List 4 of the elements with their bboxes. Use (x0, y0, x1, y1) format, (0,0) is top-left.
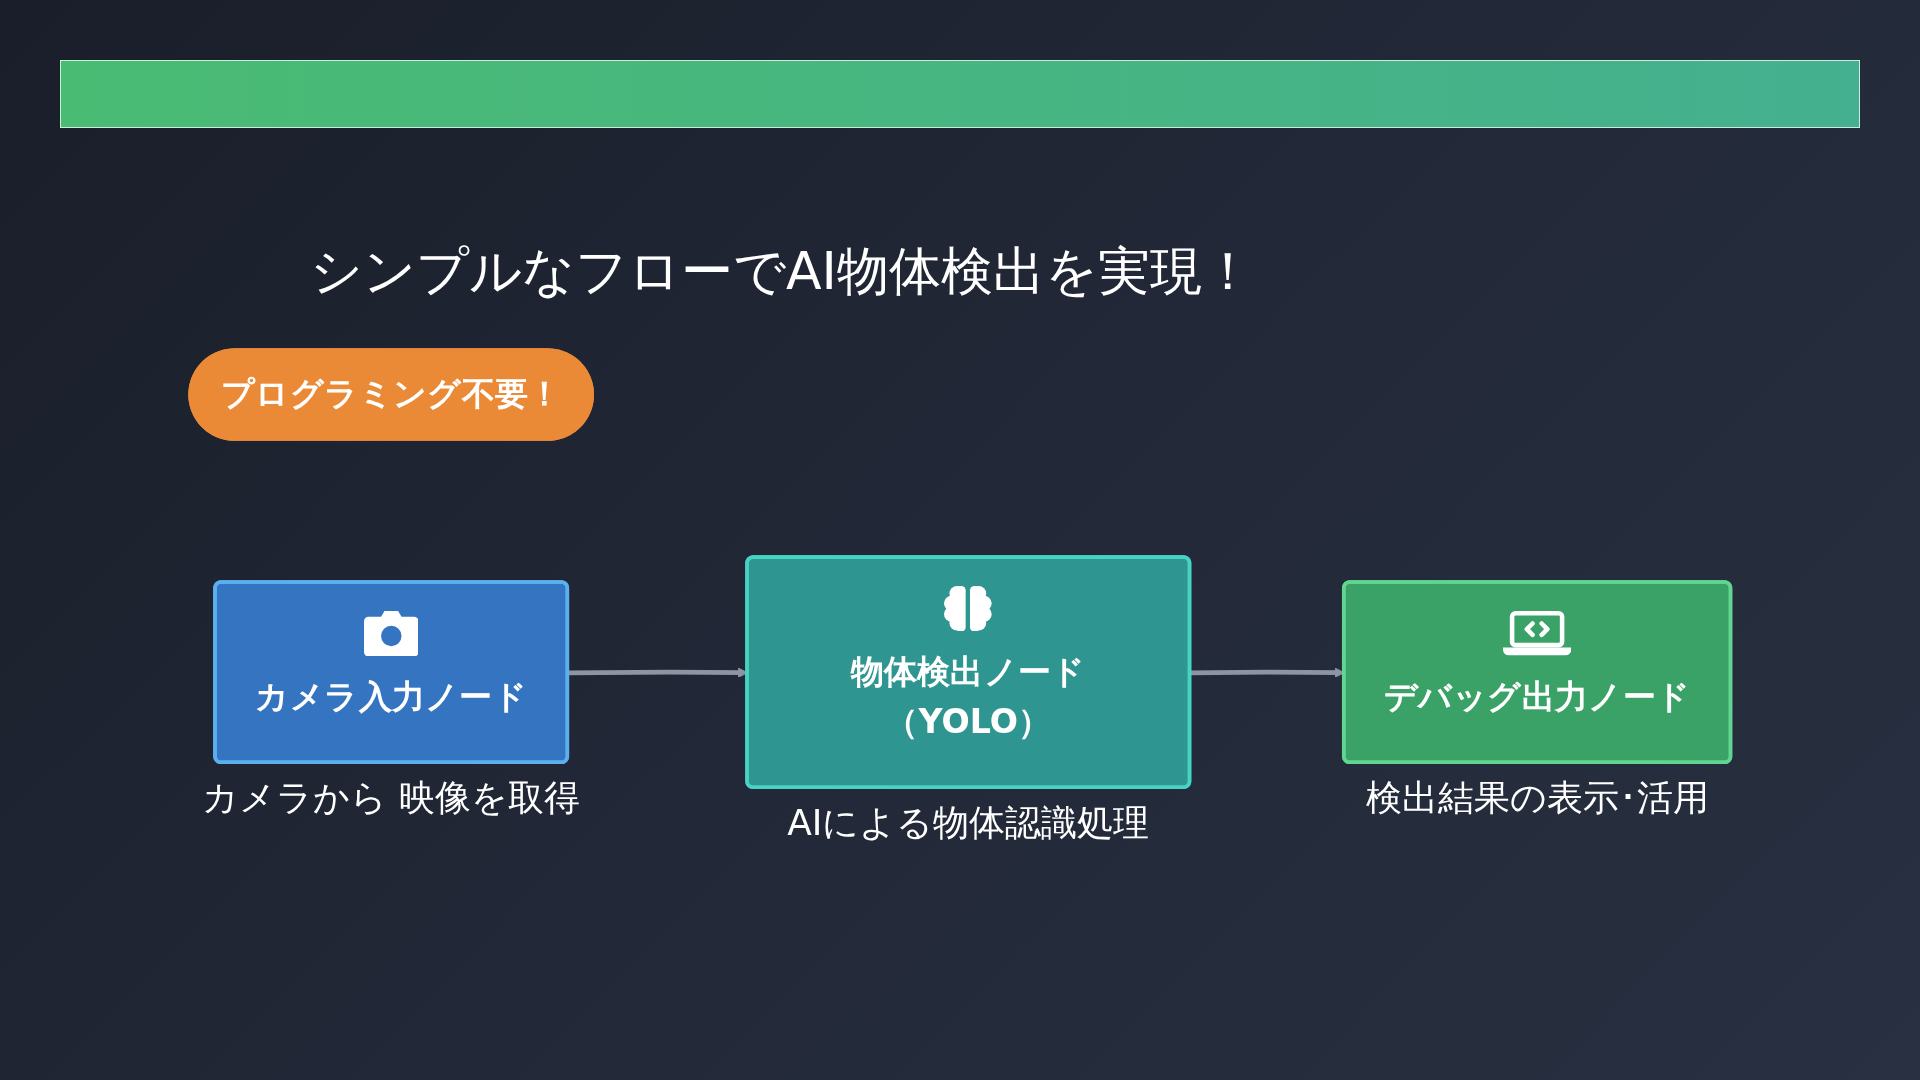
node-caption: 検出結果の表示･活用 (1365, 776, 1709, 820)
node-caption: カメラから 映像を取得 (202, 776, 580, 820)
title: シンプルなフローでAI物体検出を実現！ (310, 240, 1254, 303)
node-caption: AIによる物体認識処理 (787, 801, 1150, 845)
